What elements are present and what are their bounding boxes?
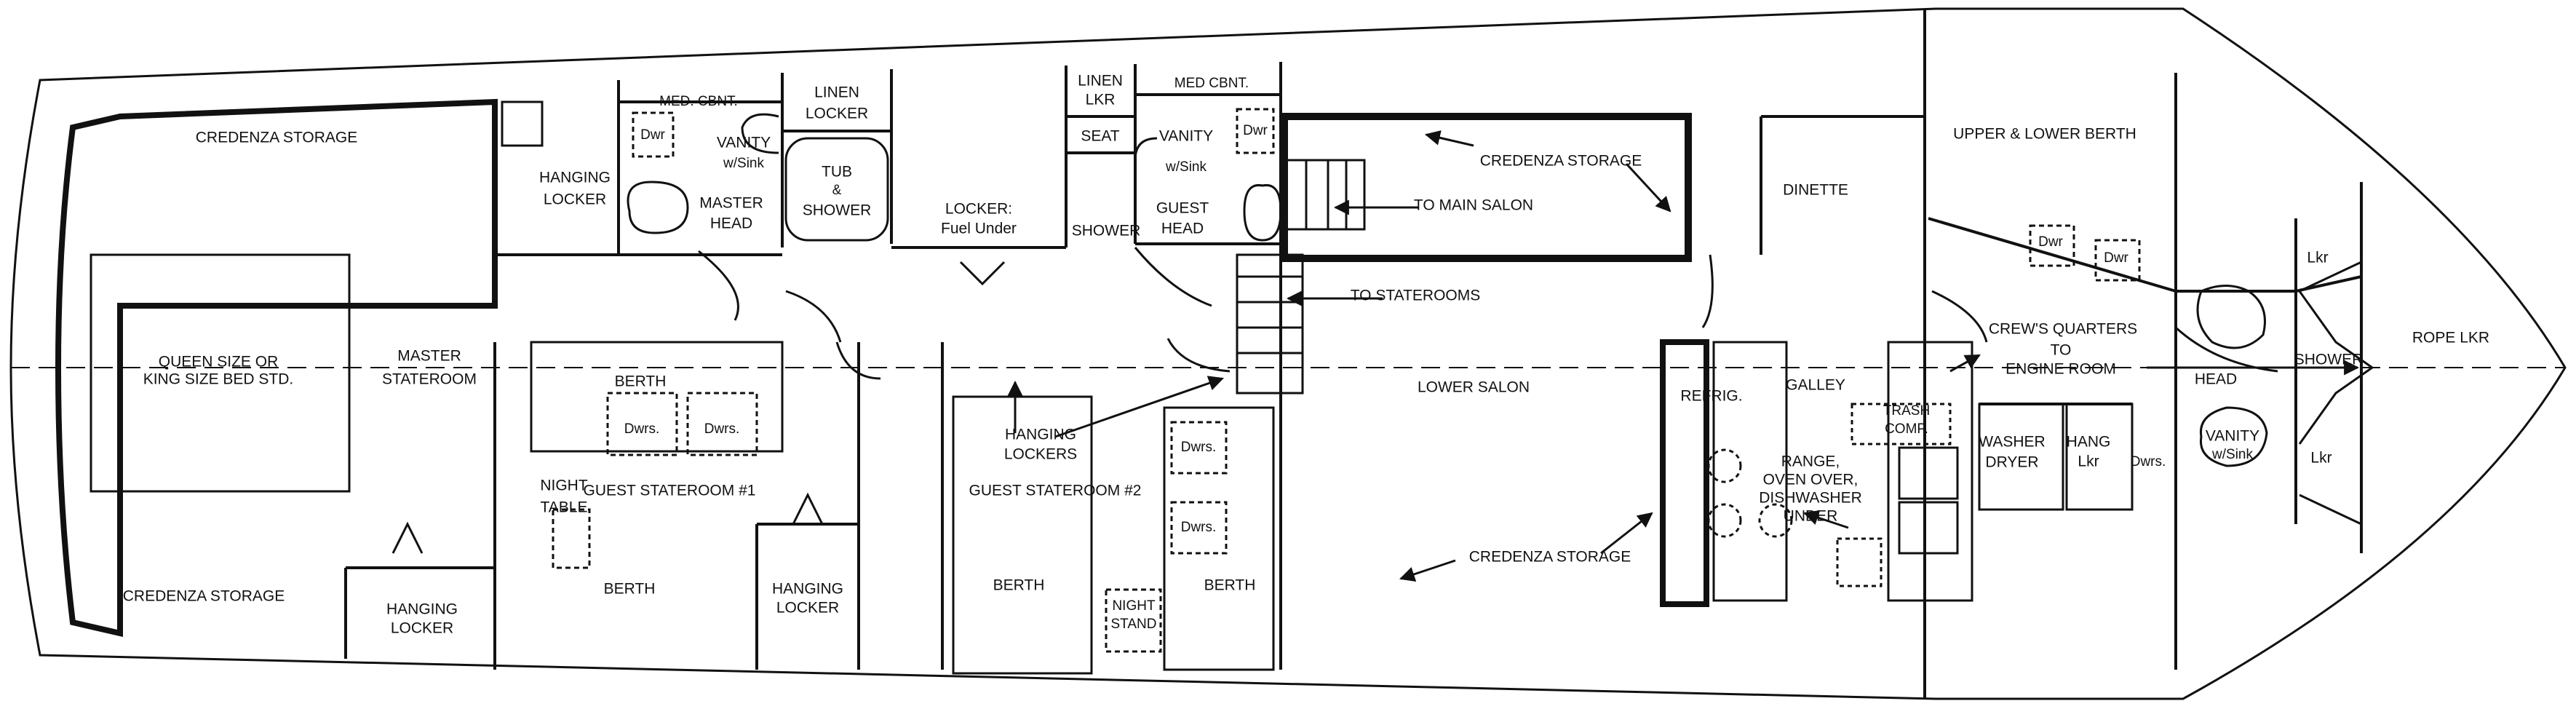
direction-arrows xyxy=(1007,130,2360,582)
label-galley: GALLEY xyxy=(1786,377,1845,394)
label-berth-guest1-lower: BERTH xyxy=(604,581,656,598)
label-linen-locker-2: LOCKER xyxy=(806,106,868,122)
label-master-head-2: HEAD xyxy=(710,215,752,232)
interior-walls xyxy=(90,9,2363,699)
label-to-engine-2: ENGINE ROOM xyxy=(2005,361,2116,378)
label-hanging-lockers-2: LOCKERS xyxy=(1004,446,1077,463)
label-to-engine: TO xyxy=(2051,342,2072,359)
label-vanity-crew-2: w/Sink xyxy=(2211,447,2253,462)
label-crews-quarters: CREW'S QUARTERS xyxy=(1989,321,2137,338)
label-hanging-locker-aft-2: LOCKER xyxy=(391,620,453,637)
door-swings xyxy=(391,247,2373,554)
label-dwr-master-head: Dwr xyxy=(640,127,665,143)
label-vanity-guest: VANITY xyxy=(1159,128,1213,145)
stairs xyxy=(1236,159,1366,395)
label-guest-head-2: HEAD xyxy=(1161,221,1204,237)
label-seat: SEAT xyxy=(1081,128,1119,145)
label-dwrs-2: Dwrs. xyxy=(704,421,740,437)
label-washer-dryer-2: DRYER xyxy=(1985,454,2038,471)
head-fixtures xyxy=(501,100,2268,467)
label-to-main-salon: TO MAIN SALON xyxy=(1414,197,1533,214)
label-hanging-lockers: HANGING xyxy=(1005,427,1076,443)
label-trash-comp-2: COMP. xyxy=(1885,421,1928,437)
label-locker-fuel: LOCKER: xyxy=(945,201,1012,218)
label-shower-guest: SHOWER xyxy=(1072,223,1141,239)
galley-fixtures xyxy=(1707,403,1959,587)
label-med-cbnt-master: MED. CBNT. xyxy=(659,94,738,109)
label-dinette: DINETTE xyxy=(1783,182,1848,199)
label-night-table-2: TABLE xyxy=(541,499,588,516)
hull-outline xyxy=(9,7,2567,700)
label-range-2: OVEN OVER, xyxy=(1763,472,1859,488)
label-refrig: REFRIG. xyxy=(1680,388,1742,405)
label-hanging-locker-g1-2: LOCKER xyxy=(776,600,839,617)
label-linen-lkr-2: LKR xyxy=(1086,92,1116,108)
label-range: RANGE, xyxy=(1781,453,1840,470)
label-hang-lkr: HANG xyxy=(2067,434,2111,451)
label-head-crew: HEAD xyxy=(2195,371,2237,388)
label-dwrs-g2-2: Dwrs. xyxy=(1181,520,1217,535)
label-berth-guest1: BERTH xyxy=(615,373,667,390)
label-range-4: UNDER xyxy=(1784,508,1838,525)
label-washer-dryer: WASHER xyxy=(1979,434,2045,451)
label-shower-crew: SHOWER xyxy=(2294,352,2364,368)
label-lkr-fwd-bottom: Lkr xyxy=(2310,450,2331,467)
label-night-stand: NIGHT xyxy=(1112,598,1156,614)
label-credenza-storage-salon-bottom: CREDENZA STORAGE xyxy=(1469,549,1631,566)
label-vanity-master-2: w/Sink xyxy=(723,156,764,171)
label-trash-comp: TRASH xyxy=(1883,403,1930,419)
dashed-drawers xyxy=(552,108,2141,653)
label-med-cbnt-guest: MED CBNT. xyxy=(1174,76,1249,91)
label-dwr-crew-1: Dwr xyxy=(2038,234,2063,250)
label-stateroom: STATEROOM xyxy=(382,371,477,388)
label-to-staterooms: TO STATEROOMS xyxy=(1351,288,1481,304)
label-dwrs-g2-1: Dwrs. xyxy=(1181,440,1217,455)
label-berth-g2-a: BERTH xyxy=(993,577,1045,594)
label-vanity-guest-2: w/Sink xyxy=(1165,159,1206,175)
label-queen-bed-2: KING SIZE BED STD. xyxy=(143,371,294,388)
label-hanging-locker-master: HANGING xyxy=(539,170,611,186)
label-lkr-fwd-top: Lkr xyxy=(2307,250,2328,266)
label-hanging-locker-master-2: LOCKER xyxy=(544,191,606,208)
label-guest-head: GUEST xyxy=(1156,200,1209,217)
label-berth-g2-b: BERTH xyxy=(1204,577,1256,594)
label-credenza-storage-master-bottom: CREDENZA STORAGE xyxy=(123,588,285,605)
label-locker-fuel-2: Fuel Under xyxy=(941,221,1017,237)
label-hang-lkr-2: Lkr xyxy=(2078,453,2099,470)
label-tub: TUB xyxy=(822,164,852,181)
label-hanging-locker-aft: HANGING xyxy=(386,601,458,618)
label-amp: & xyxy=(832,183,842,198)
label-queen-bed: QUEEN SIZE OR xyxy=(159,354,279,371)
label-guest-stateroom-2: GUEST STATEROOM #2 xyxy=(969,483,1142,499)
label-hanging-locker-g1: HANGING xyxy=(772,581,843,598)
label-credenza-storage-master-top: CREDENZA STORAGE xyxy=(196,130,358,146)
label-guest-stateroom-1: GUEST STATEROOM #1 xyxy=(584,483,756,499)
label-night-table: NIGHT xyxy=(540,478,588,494)
label-lower-salon: LOWER SALON xyxy=(1418,379,1530,396)
label-dwr-crew-2: Dwr xyxy=(2104,250,2128,266)
label-upper-lower-berth: UPPER & LOWER BERTH xyxy=(1953,126,2136,143)
label-master-head: MASTER xyxy=(699,195,763,212)
room-labels: CREDENZA STORAGE CREDENZA STORAGE QUEEN … xyxy=(123,73,2489,637)
label-vanity-master: VANITY xyxy=(717,135,771,151)
label-master: MASTER xyxy=(397,348,461,365)
label-range-3: DISHWASHER xyxy=(1759,490,1862,507)
label-linen-lkr: LINEN xyxy=(1078,73,1123,90)
label-rope-lkr: ROPE LKR xyxy=(2412,330,2489,346)
label-vanity-crew: VANITY xyxy=(2206,428,2259,445)
label-dwrs-crew: Dwrs. xyxy=(2131,454,2166,470)
label-dwrs-1: Dwrs. xyxy=(624,421,660,437)
label-credenza-storage-salon-top: CREDENZA STORAGE xyxy=(1480,153,1642,170)
label-linen-locker: LINEN xyxy=(814,84,859,101)
label-night-stand-2: STAND xyxy=(1111,617,1157,632)
label-dwr-guest-head: Dwr xyxy=(1243,123,1268,138)
label-shower-tub: SHOWER xyxy=(803,202,872,219)
